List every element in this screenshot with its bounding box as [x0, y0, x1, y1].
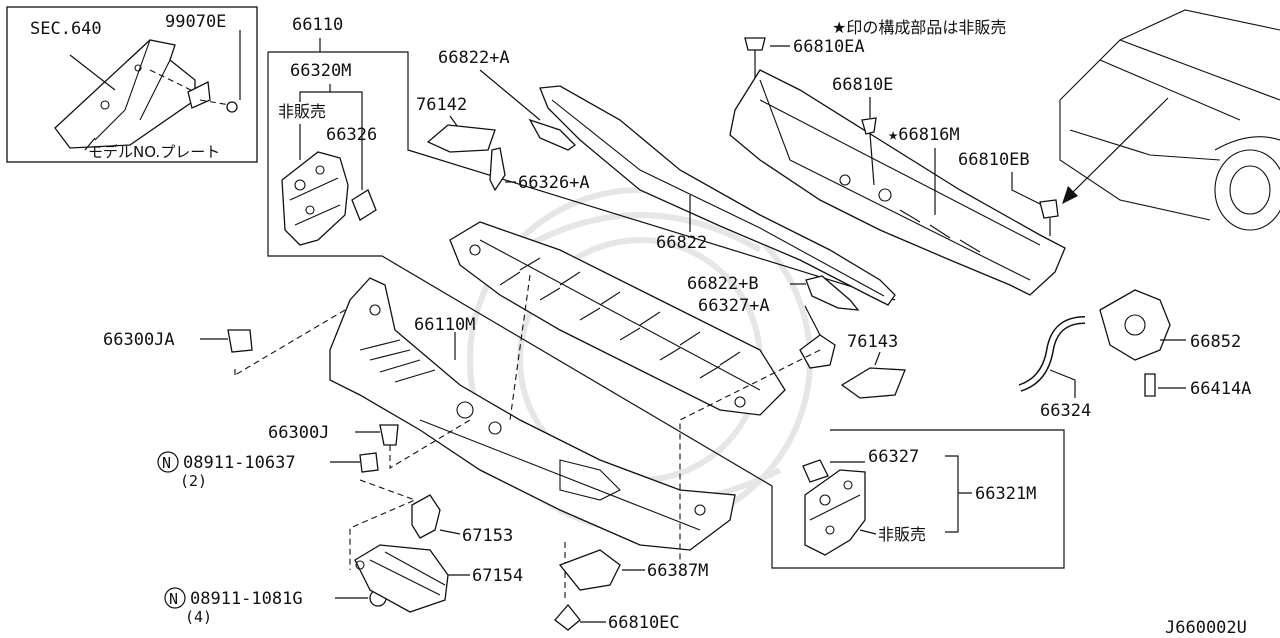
label-99070E: 99070E	[165, 12, 226, 32]
clip-66300J	[379, 424, 399, 446]
car-front-illustration	[1059, 9, 1280, 231]
label-67154: 67154	[472, 566, 523, 586]
left-fasteners: 66300JA 66300J N 08911-10637 (2) N 08911…	[103, 329, 399, 626]
label-66822: 66822	[656, 233, 707, 253]
box-66110: 66110 66320M 非販売 66326	[267, 15, 1065, 569]
label-model-plate: モデルNO.プレート	[88, 143, 220, 161]
label-sec640: SEC.640	[30, 19, 102, 39]
rivet-icon	[226, 101, 238, 113]
label-66414A: 66414A	[1190, 379, 1251, 399]
label-66810EB: 66810EB	[958, 150, 1030, 170]
cowl-grille-66816M: 66810EA 66810E ★66816M 66810EB ★印の構成部品は非…	[729, 18, 1066, 296]
n-symbol-2: N	[169, 590, 178, 608]
label-not-sold-2: 非販売	[878, 525, 926, 544]
dashed-guides	[234, 274, 821, 600]
washer-parts: 66852 66414A 66324	[1018, 289, 1251, 421]
label-76143: 76143	[847, 332, 898, 352]
label-76142: 76142	[416, 95, 467, 115]
label-66320M: 66320M	[290, 61, 351, 81]
label-66327: 66327	[868, 447, 919, 467]
clip-66810EA	[744, 37, 766, 51]
legend-not-sold: ★印の構成部品は非販売	[832, 18, 1006, 37]
label-66822B: 66822+B	[687, 274, 759, 294]
label-qty-4: (4)	[185, 608, 212, 626]
label-66321M: 66321M	[975, 484, 1036, 504]
lower-brackets: 67153 67154 66387M 66810EC	[354, 494, 708, 633]
label-66810EC: 66810EC	[608, 613, 680, 633]
label-66327A: 66327+A	[698, 296, 770, 316]
bracket-66321M-group: 66327 66321M 非販売	[802, 447, 1036, 556]
bracket-67153	[411, 494, 441, 539]
label-66387M: 66387M	[647, 561, 708, 581]
label-not-sold-1: 非販売	[278, 102, 326, 121]
dash-panel-66110M: 66110M	[329, 277, 736, 551]
clip-66810EC	[554, 603, 581, 631]
label-66300JA: 66300JA	[103, 330, 175, 350]
arrow-head-icon	[1062, 186, 1078, 204]
label-66810EA: 66810EA	[793, 37, 865, 57]
clip-66810E	[861, 117, 877, 135]
inset-box: SEC.640 99070E モデルNO.プレート	[6, 6, 258, 163]
label-66822A: 66822+A	[438, 48, 510, 68]
label-66810E: 66810E	[832, 75, 893, 95]
figure-code: J660002U	[1165, 618, 1247, 638]
label-66326: 66326	[326, 125, 377, 145]
label-66816M: ★66816M	[888, 125, 960, 145]
label-67153: 67153	[462, 526, 513, 546]
nut-symbol-icon	[157, 451, 179, 473]
label-08911-10637: 08911-10637	[183, 453, 296, 473]
label-66852: 66852	[1190, 332, 1241, 352]
label-66326A: 66326+A	[518, 173, 590, 193]
label-qty-2: (2)	[180, 472, 207, 490]
nut-symbol-icon-2	[164, 587, 186, 609]
n-symbol-1: N	[162, 454, 171, 472]
bracket-66387M	[558, 549, 621, 591]
bracket-67154	[354, 544, 449, 613]
upper-cowl-panel	[449, 221, 786, 416]
label-66110: 66110	[292, 15, 343, 35]
label-66300J: 66300J	[268, 423, 329, 443]
top-center-parts: 66822+A 76142 66326+A 66822 66822+B 6632…	[416, 48, 906, 399]
label-66324: 66324	[1040, 401, 1091, 421]
nut-08911-10637	[359, 452, 379, 473]
label-08911-1081G: 08911-1081G	[190, 589, 303, 609]
model-number-plate	[187, 81, 211, 109]
label-66110M: 66110M	[414, 315, 475, 335]
bolt-66414A	[1144, 373, 1156, 397]
clip-66810EB	[1039, 199, 1059, 219]
clip-66300JA	[227, 329, 253, 353]
